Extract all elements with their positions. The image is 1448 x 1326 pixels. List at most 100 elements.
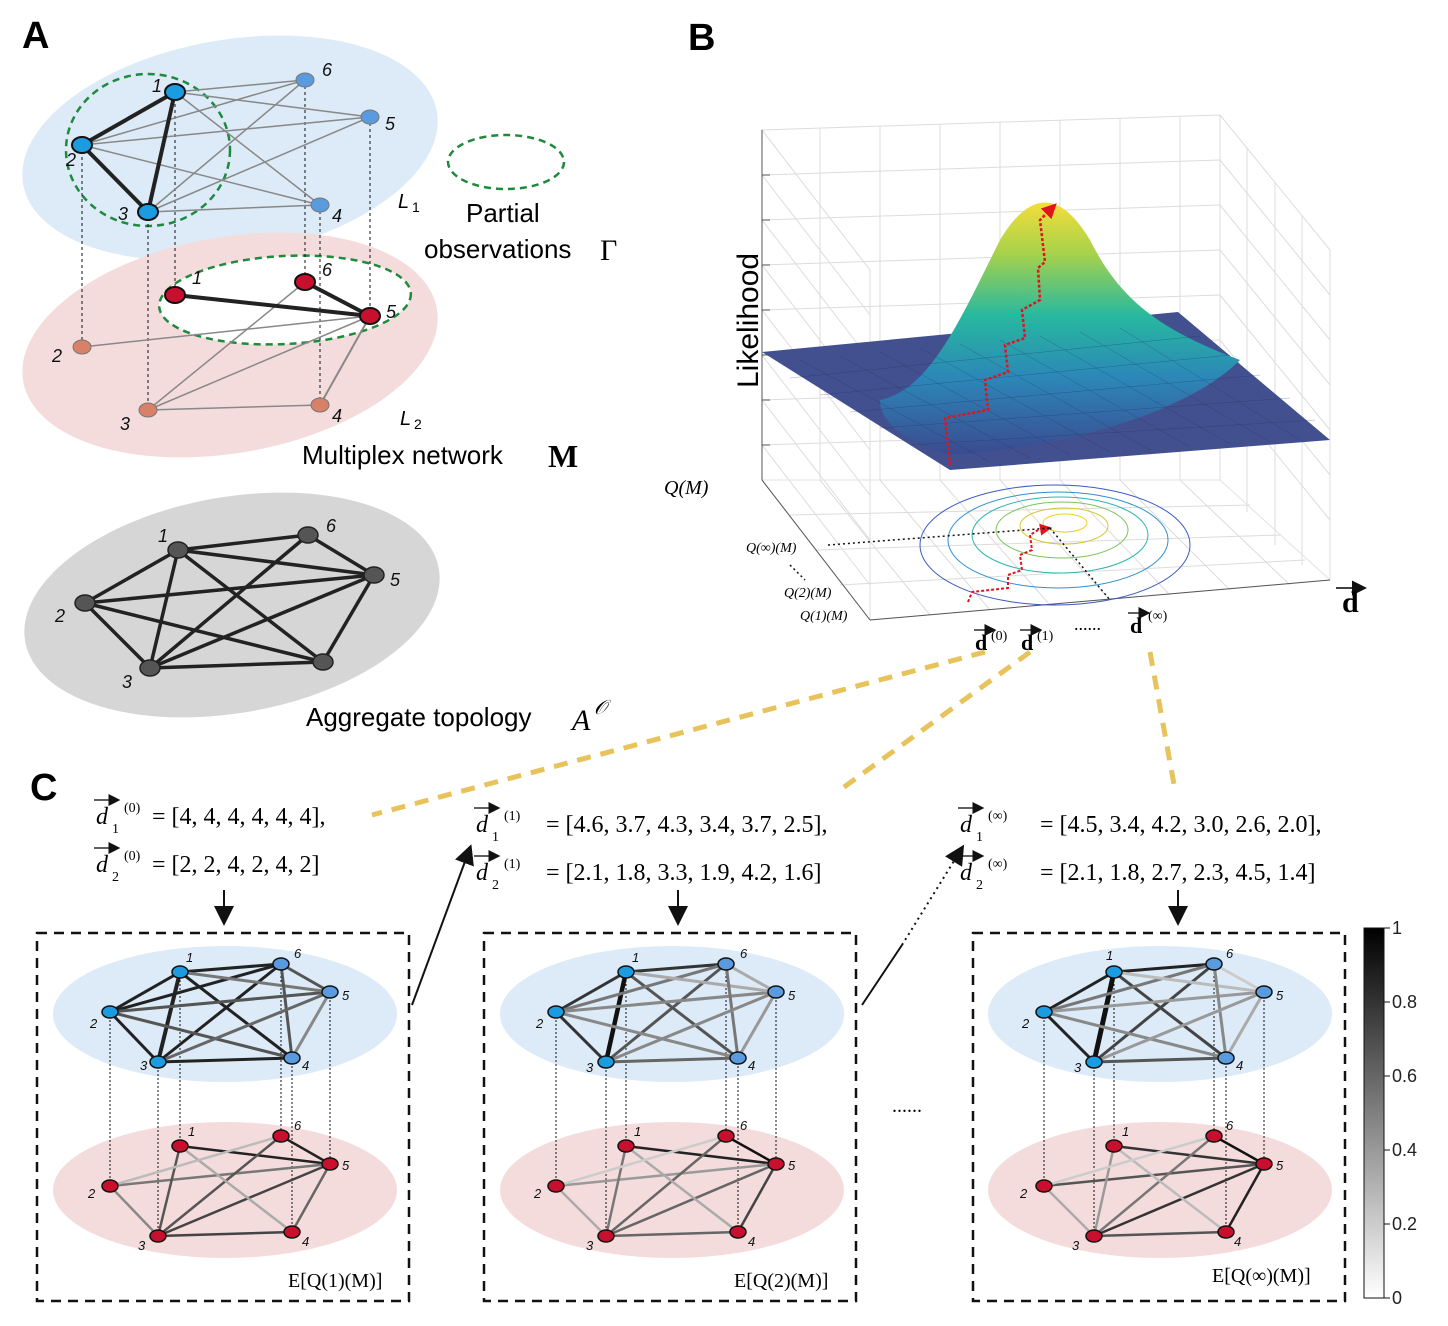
projection-lines: [789, 527, 1111, 601]
node-label: 5: [386, 302, 397, 322]
iter1-sup: (1): [504, 809, 521, 824]
iter0-line1: = [4, 4, 4, 4, 4, 4],: [152, 804, 326, 830]
q-1-label: Q(1)(M): [800, 609, 848, 624]
q-2-label: Q(2)(M): [784, 586, 832, 601]
partial-observations-line2: observations: [424, 234, 571, 264]
iteration-arrows: [411, 844, 965, 1006]
node-label: 3: [1074, 1060, 1082, 1075]
node-label: 6: [740, 1118, 748, 1133]
d-dots: ......: [1074, 614, 1101, 634]
node-label: 6: [326, 516, 337, 536]
node-label: 4: [302, 1058, 309, 1073]
iterinf-sup: (∞): [988, 809, 1008, 824]
node-label: 2: [54, 606, 65, 626]
node-label: 3: [120, 414, 130, 434]
aggregate-plane: [24, 492, 440, 718]
node-label: 5: [788, 988, 796, 1003]
d1-symbol: d: [96, 804, 109, 830]
layer2-label-sub: 2: [414, 416, 422, 432]
iterinf-sup-2: (∞): [988, 857, 1008, 872]
agg-node-6: [297, 526, 319, 544]
d1-label: d: [1021, 630, 1033, 655]
gold-connectors: [371, 649, 1178, 818]
down-arrows: [214, 890, 1188, 926]
d0-sup: (0): [991, 629, 1008, 644]
node-label: 2: [1021, 1016, 1030, 1031]
between-boxes-dots: ......: [892, 1095, 922, 1117]
l2-node-1: [164, 286, 186, 304]
node-label: 5: [342, 1158, 350, 1173]
node-label: 1: [632, 950, 639, 965]
partial-observation-circle-l2: [157, 254, 413, 346]
layer1-label-main: L: [398, 191, 409, 213]
l2-node-6: [294, 273, 316, 291]
node-label: 4: [332, 206, 342, 226]
node-label: 4: [1234, 1234, 1241, 1249]
interlayer-links-a: [81, 80, 371, 410]
node-label: 2: [51, 346, 62, 366]
node-label: 5: [1276, 988, 1284, 1003]
layer1-label-sub: 1: [412, 199, 420, 215]
l1-node-4: [310, 197, 330, 213]
aggregate-edges: [83, 533, 376, 670]
node-label: 6: [322, 60, 333, 80]
ascent-path-surface: [943, 203, 1057, 466]
l2-node-5: [359, 307, 381, 325]
ascent-path-floor: [967, 523, 1052, 603]
dinf-label: d: [1130, 613, 1142, 638]
colorbar-tick: 0.6: [1392, 1066, 1417, 1086]
node-label: 6: [294, 946, 302, 961]
l1-node-6: [295, 72, 315, 88]
agg-node-3: [139, 659, 161, 677]
node-label: 6: [322, 260, 333, 280]
node-label: 4: [302, 1234, 309, 1249]
l2-node-2: [72, 339, 92, 355]
node-label: 2: [89, 1016, 98, 1031]
layer2-node-labels: 1 2 3 4 5 6: [51, 260, 397, 434]
node-label: 5: [390, 570, 401, 590]
node-label: 1: [158, 526, 168, 546]
node-label: 2: [65, 150, 76, 170]
z-axis-ticks: [761, 130, 1331, 621]
box1-label: E[Q(1)(M)]: [288, 1270, 382, 1292]
node-label: 4: [332, 406, 342, 426]
node-label: 2: [87, 1186, 96, 1201]
node-label: 1: [1122, 1124, 1129, 1139]
d2-symbol: d: [476, 860, 489, 886]
iter1-sup-2: (1): [504, 857, 521, 872]
panel-a-letter: A: [22, 15, 49, 57]
layer2-edges: [81, 280, 371, 411]
node-label: 3: [586, 1238, 594, 1253]
multiplex-symbol: M: [548, 438, 578, 474]
iteration-box-3: 1 2 3 4 5 6 1 2 3 4 5 6 E[Q(∞)(M)]: [971, 931, 1347, 1303]
l2-node-3: [138, 402, 158, 418]
d-axis-label: d: [1336, 580, 1367, 619]
q-label: Q(M): [664, 477, 709, 499]
aggregate-nodes: [74, 526, 385, 677]
equation-iterinf: d 1 (∞) = [4.5, 3.4, 4.2, 3.0, 2.6, 2.0]…: [958, 802, 1322, 893]
layer1-edges: [80, 79, 371, 214]
node-label: 1: [1106, 948, 1113, 963]
node-label: 3: [138, 1238, 146, 1253]
multiplex-caption: Multiplex network: [302, 440, 504, 470]
aggregate-symbol: A: [570, 704, 591, 737]
iterinf-line2: = [2.1, 1.8, 2.7, 2.3, 4.5, 1.4]: [1040, 860, 1316, 886]
node-label: 1: [186, 950, 193, 965]
layer1-nodes: [71, 72, 380, 221]
l1-node-5: [360, 109, 380, 125]
aggregate-node-labels: 1 2 3 5 6: [54, 516, 401, 692]
aggregate-caption: Aggregate topology: [306, 702, 532, 732]
layer1-node-labels: 1 2 3 4 5 6: [65, 60, 396, 226]
agg-node-2: [74, 594, 96, 612]
node-label: 3: [1072, 1238, 1080, 1253]
q-inf-label: Q(∞)(M): [746, 541, 797, 556]
colorbar: 1 0.8 0.6 0.4 0.2 0: [1363, 918, 1417, 1308]
d1-sub: 1: [112, 822, 119, 837]
box2-label: E[Q(2)(M)]: [734, 1270, 828, 1292]
d1-sub: 1: [492, 830, 499, 845]
node-label: 1: [152, 76, 162, 96]
node-label: 3: [118, 204, 128, 224]
node-label: 5: [788, 1158, 796, 1173]
d1-symbol: d: [960, 812, 973, 838]
